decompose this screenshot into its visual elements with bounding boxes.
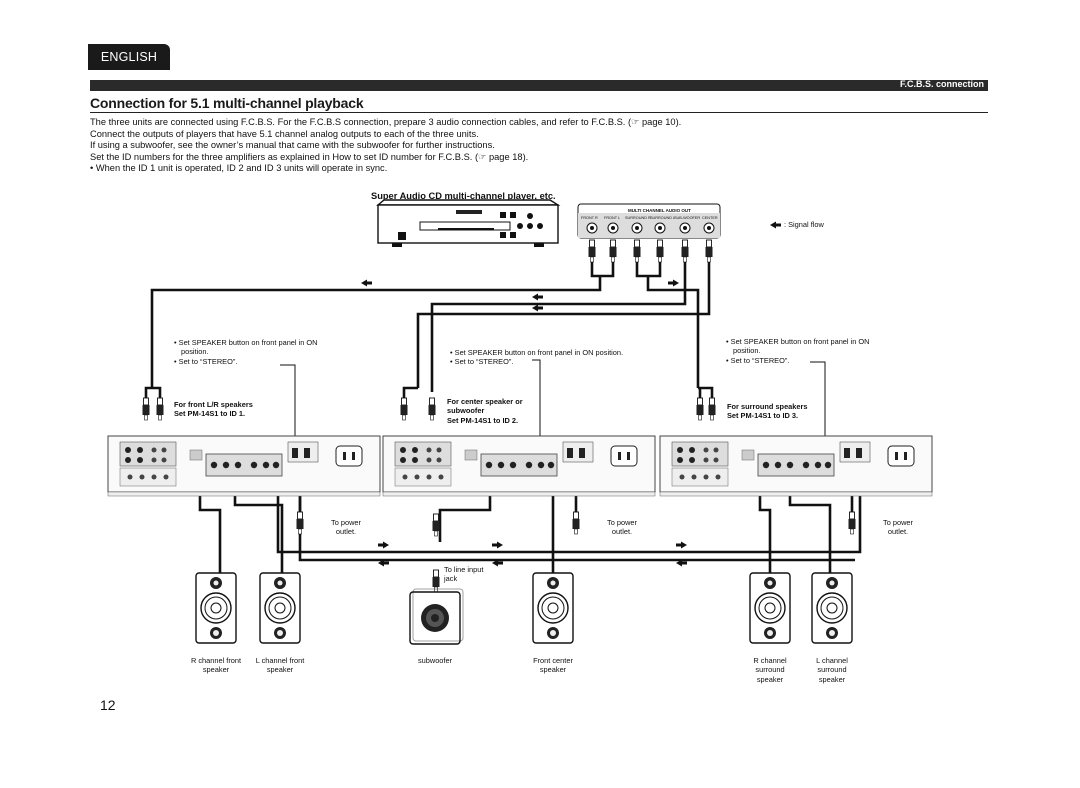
l-front-speaker-icon — [259, 572, 301, 644]
r-front-speaker-icon — [195, 572, 237, 644]
section-bar-label: F.C.B.S. connection — [899, 79, 984, 89]
power-label-line: outlet. — [611, 527, 633, 537]
jack-label-center: CENTER — [702, 216, 718, 220]
amplifier-id2 — [382, 435, 656, 497]
page-number: 12 — [100, 697, 116, 713]
power-label-2: To power outlet. — [604, 518, 640, 537]
power-label-3: To power outlet. — [880, 518, 916, 537]
amp2-note-line: • Set SPEAKER button on front panel in O… — [450, 348, 624, 357]
amp1-note-line: position. — [181, 347, 209, 357]
multichannel-out-panel — [577, 203, 721, 239]
l-surround-speaker-label: L channel surround speaker — [802, 656, 862, 684]
amp1-note: • Set SPEAKER button on front panel in O… — [174, 338, 318, 366]
jack-label-surround-l: SURROUND L — [650, 216, 676, 220]
speaker-label-line: speaker — [756, 674, 784, 684]
power-label-line: To power — [883, 518, 913, 527]
center-speaker-label: Front center speaker — [523, 656, 583, 675]
center-speaker-icon — [532, 572, 574, 644]
speaker-label-line: subwoofer — [417, 656, 453, 665]
intro-line: Set the ID numbers for the three amplifi… — [90, 151, 529, 162]
amp2-heading-line: Set PM-14S1 to ID 2. — [447, 415, 519, 425]
speaker-label-line: speaker — [266, 665, 294, 675]
l-surround-speaker-icon — [811, 572, 853, 644]
player-plugs — [588, 239, 713, 263]
amp3-heading-line: Set PM-14S1 to ID 3. — [727, 411, 799, 421]
r-front-speaker-label: R channel front speaker — [184, 656, 248, 675]
speaker-label-line: speaker — [818, 674, 846, 684]
amp1-heading: For front L/R speakers Set PM-14S1 to ID… — [174, 400, 253, 419]
power-label-line: To power — [607, 518, 637, 527]
amplifier-id3 — [659, 435, 933, 497]
intro-line: The three units are connected using F.C.… — [90, 117, 682, 127]
jack-label-subwoofer: SUB-WOOFER — [674, 216, 701, 220]
power-label-1: To power outlet. — [328, 518, 364, 537]
page-title: Connection for 5.1 multi-channel playbac… — [90, 95, 364, 111]
speaker-label-line: L channel front — [255, 656, 305, 665]
player-out-label: MULTI CHANNEL AUDIO OUT — [628, 208, 691, 213]
amp2-heading-line: subwoofer — [447, 406, 485, 416]
amp2-note: • Set SPEAKER button on front panel in O… — [450, 348, 623, 367]
speaker-label-line: L channel — [816, 656, 848, 665]
amp3-note-line: • Set SPEAKER button on front panel in O… — [726, 337, 870, 346]
l-front-speaker-label: L channel front speaker — [248, 656, 312, 675]
amp1-heading-line: For front L/R speakers — [174, 400, 253, 409]
power-label-line: To power — [331, 518, 361, 527]
speaker-label-line: surround — [755, 665, 785, 675]
jack-label-front-l: FRONT L — [604, 216, 621, 220]
jack-label-front-r: FRONT R — [581, 216, 598, 220]
line-input-line: jack — [444, 574, 458, 584]
amp2-heading: For center speaker or subwoofer Set PM-1… — [447, 397, 523, 425]
title-rule — [90, 112, 988, 113]
amp3-heading-line: For surround speakers — [727, 402, 808, 411]
language-tab: ENGLISH — [88, 44, 170, 70]
power-label-line: outlet. — [887, 527, 909, 537]
intro-line: • When the ID 1 unit is operated, ID 2 a… — [90, 163, 388, 174]
amp2-heading-line: For center speaker or — [447, 397, 523, 406]
signal-arrows — [361, 221, 781, 567]
amp1-heading-line: Set PM-14S1 to ID 1. — [174, 409, 246, 419]
amp2-note-line: • Set to “STEREO”. — [450, 357, 514, 367]
subwoofer-icon — [409, 588, 464, 645]
intro-text: The three units are connected using F.C.… — [90, 117, 990, 175]
amp1-note-line: • Set to “STEREO”. — [174, 356, 238, 366]
subwoofer-label: subwoofer — [405, 656, 465, 665]
line-input-label: To line input jack — [444, 565, 483, 584]
section-bar: F.C.B.S. connection — [90, 79, 988, 91]
leader-lines — [280, 359, 826, 445]
speaker-label-line: speaker — [539, 665, 567, 675]
speaker-label-line: speaker — [202, 665, 230, 675]
speaker-label-line: Front center — [533, 656, 573, 665]
amplifier-id1 — [107, 435, 381, 497]
cd-player — [376, 199, 561, 247]
line-input-line: To line input — [444, 565, 484, 574]
amp3-note-line: • Set to “STEREO”. — [726, 355, 790, 365]
jack-label-surround-r: SURROUND R — [625, 216, 651, 220]
speaker-label-line: R channel — [753, 656, 787, 665]
r-surround-speaker-icon — [749, 572, 791, 644]
intro-line: Connect the outputs of players that have… — [90, 128, 479, 139]
amp3-heading: For surround speakers Set PM-14S1 to ID … — [727, 402, 808, 421]
amp3-note-line: position. — [733, 346, 761, 356]
amp1-note-line: • Set SPEAKER button on front panel in O… — [174, 338, 318, 347]
power-label-line: outlet. — [335, 527, 357, 537]
speaker-label-line: R channel front — [190, 656, 242, 665]
r-surround-speaker-label: R channel surround speaker — [740, 656, 800, 684]
signal-flow-legend: : Signal flow — [784, 220, 824, 229]
player-heading: Super Audio CD multi-channel player, etc… — [371, 191, 556, 201]
amp3-note: • Set SPEAKER button on front panel in O… — [726, 337, 870, 365]
intro-line: If using a subwoofer, see the owner’s ma… — [90, 140, 495, 151]
speaker-label-line: surround — [817, 665, 847, 675]
